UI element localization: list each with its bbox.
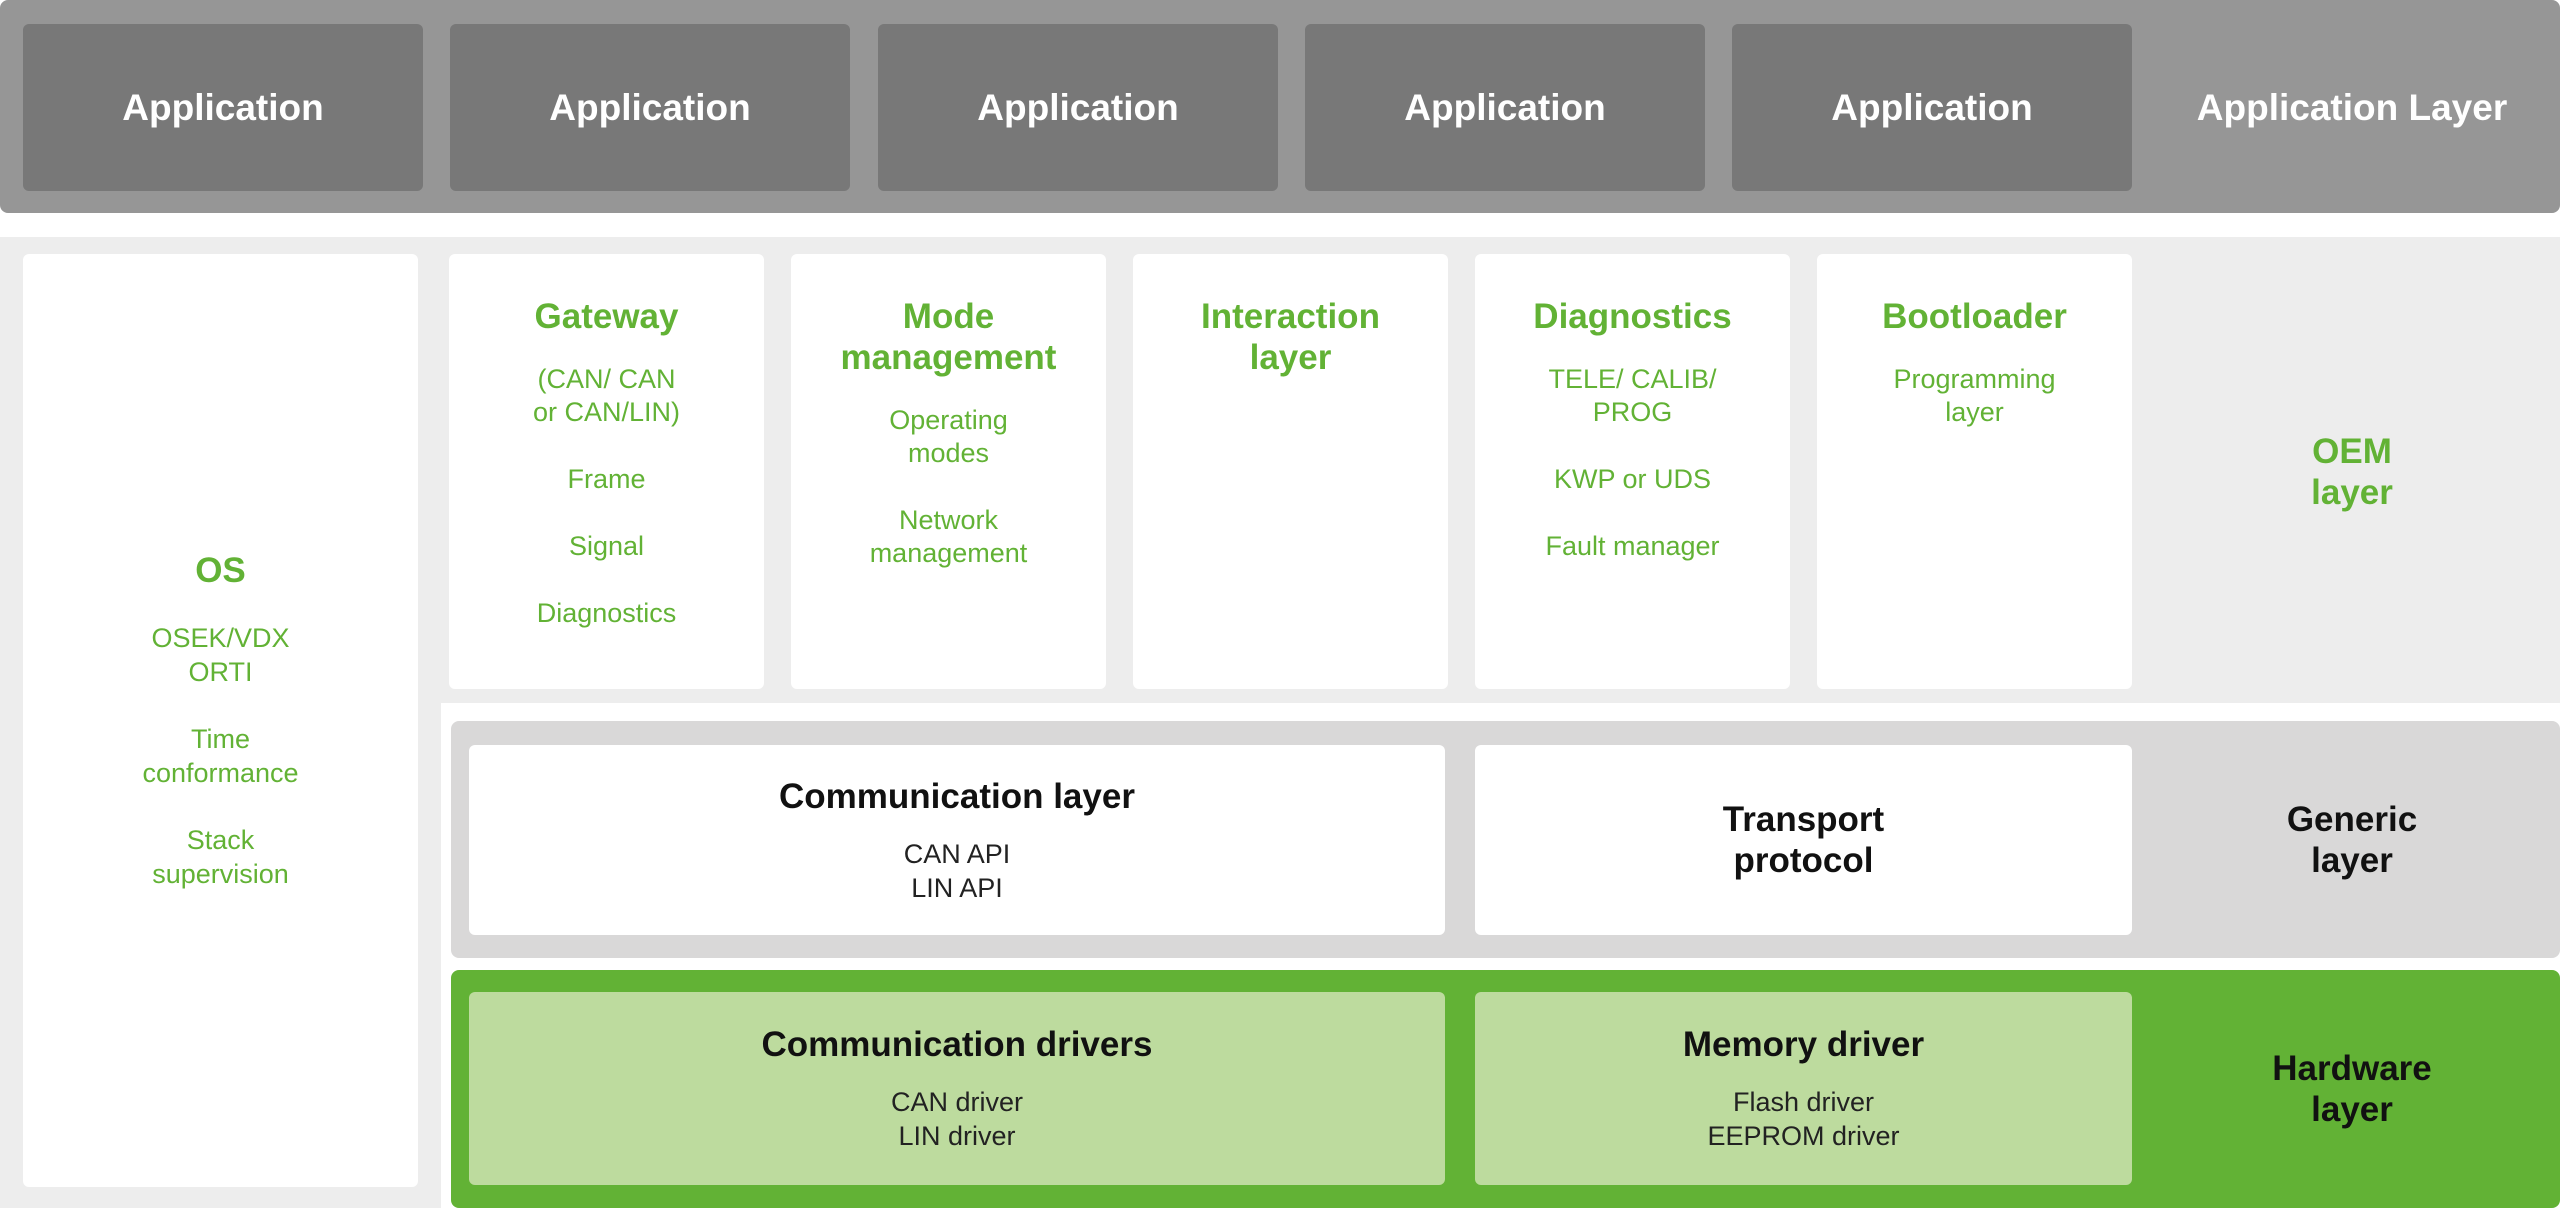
memory-driver-box: Memory driver Flash driver EEPROM driver: [1475, 992, 2132, 1185]
module-item: Fault manager: [1545, 531, 1720, 561]
transport-protocol-title: Transport protocol: [1722, 800, 1885, 880]
application-label: Application: [1831, 86, 2033, 128]
communication-layer-item: CAN API: [903, 838, 1011, 869]
module-title: Mode management: [840, 297, 1057, 377]
oem-module-bootloader: Bootloader Programming layer: [1817, 254, 2132, 689]
application-box-5: Application: [1732, 24, 2132, 191]
oem-module-diagnostics: Diagnostics TELE/ CALIB/ PROG KWP or UDS…: [1475, 254, 1790, 689]
module-item: Signal: [568, 531, 645, 561]
application-label: Application: [1404, 86, 1606, 128]
transport-protocol-box: Transport protocol: [1475, 745, 2132, 935]
module-item: (CAN/ CAN or CAN/LIN): [532, 364, 681, 427]
communication-layer-title: Communication layer: [779, 776, 1135, 816]
module-item: Programming layer: [1893, 364, 2056, 427]
module-item: TELE/ CALIB/ PROG: [1548, 364, 1717, 427]
hardware-layer-label: Hardware layer: [2144, 970, 2560, 1208]
module-title: Interaction layer: [1201, 297, 1380, 377]
application-box-1: Application: [23, 24, 423, 191]
generic-layer-label-text: Generic layer: [2286, 799, 2418, 880]
module-item: Frame: [567, 464, 646, 494]
oem-layer-label: OEM layer: [2144, 254, 2560, 689]
os-item: Time conformance: [142, 723, 299, 788]
memory-driver-title: Memory driver: [1682, 1025, 1925, 1064]
communication-drivers-item: LIN driver: [898, 1121, 1016, 1151]
os-title: OS: [195, 550, 246, 590]
module-title: Gateway: [534, 297, 679, 336]
application-layer-label-text: Application Layer: [2196, 86, 2508, 128]
module-title: Diagnostics: [1533, 297, 1732, 336]
application-layer-band: [0, 0, 2560, 213]
os-item: Stack supervision: [152, 824, 289, 889]
application-label: Application: [549, 86, 751, 128]
module-item: Operating modes: [889, 405, 1008, 468]
communication-drivers-title: Communication drivers: [761, 1025, 1153, 1064]
memory-driver-item: Flash driver: [1732, 1087, 1875, 1117]
module-item: Diagnostics: [536, 598, 677, 628]
oem-layer-label-text: OEM layer: [2311, 431, 2393, 512]
module-item: KWP or UDS: [1553, 464, 1712, 494]
oem-module-gateway: Gateway (CAN/ CAN or CAN/LIN) Frame Sign…: [449, 254, 764, 689]
communication-layer-item: LIN API: [911, 872, 1003, 903]
communication-drivers-item: CAN driver: [890, 1087, 1024, 1117]
module-title: Bootloader: [1882, 297, 2067, 336]
communication-layer-box: Communication layer CAN API LIN API: [469, 745, 1445, 935]
hardware-layer-label-text: Hardware layer: [2272, 1049, 2432, 1129]
communication-drivers-box: Communication drivers CAN driver LIN dri…: [469, 992, 1445, 1185]
memory-driver-item: EEPROM driver: [1707, 1121, 1900, 1151]
application-layer-label: Application Layer: [2144, 24, 2560, 191]
application-label: Application: [122, 86, 324, 128]
application-box-4: Application: [1305, 24, 1705, 191]
os-box: OS OSEK/VDX ORTI Time conformance Stack …: [23, 254, 418, 1187]
generic-layer-label: Generic layer: [2144, 721, 2560, 958]
application-box-3: Application: [878, 24, 1278, 191]
module-item: Network management: [869, 505, 1028, 568]
oem-module-interaction-layer: Interaction layer: [1133, 254, 1448, 689]
application-label: Application: [977, 86, 1179, 128]
oem-module-mode-management: Mode management Operating modes Network …: [791, 254, 1106, 689]
application-box-2: Application: [450, 24, 850, 191]
os-item: OSEK/VDX ORTI: [151, 622, 290, 687]
